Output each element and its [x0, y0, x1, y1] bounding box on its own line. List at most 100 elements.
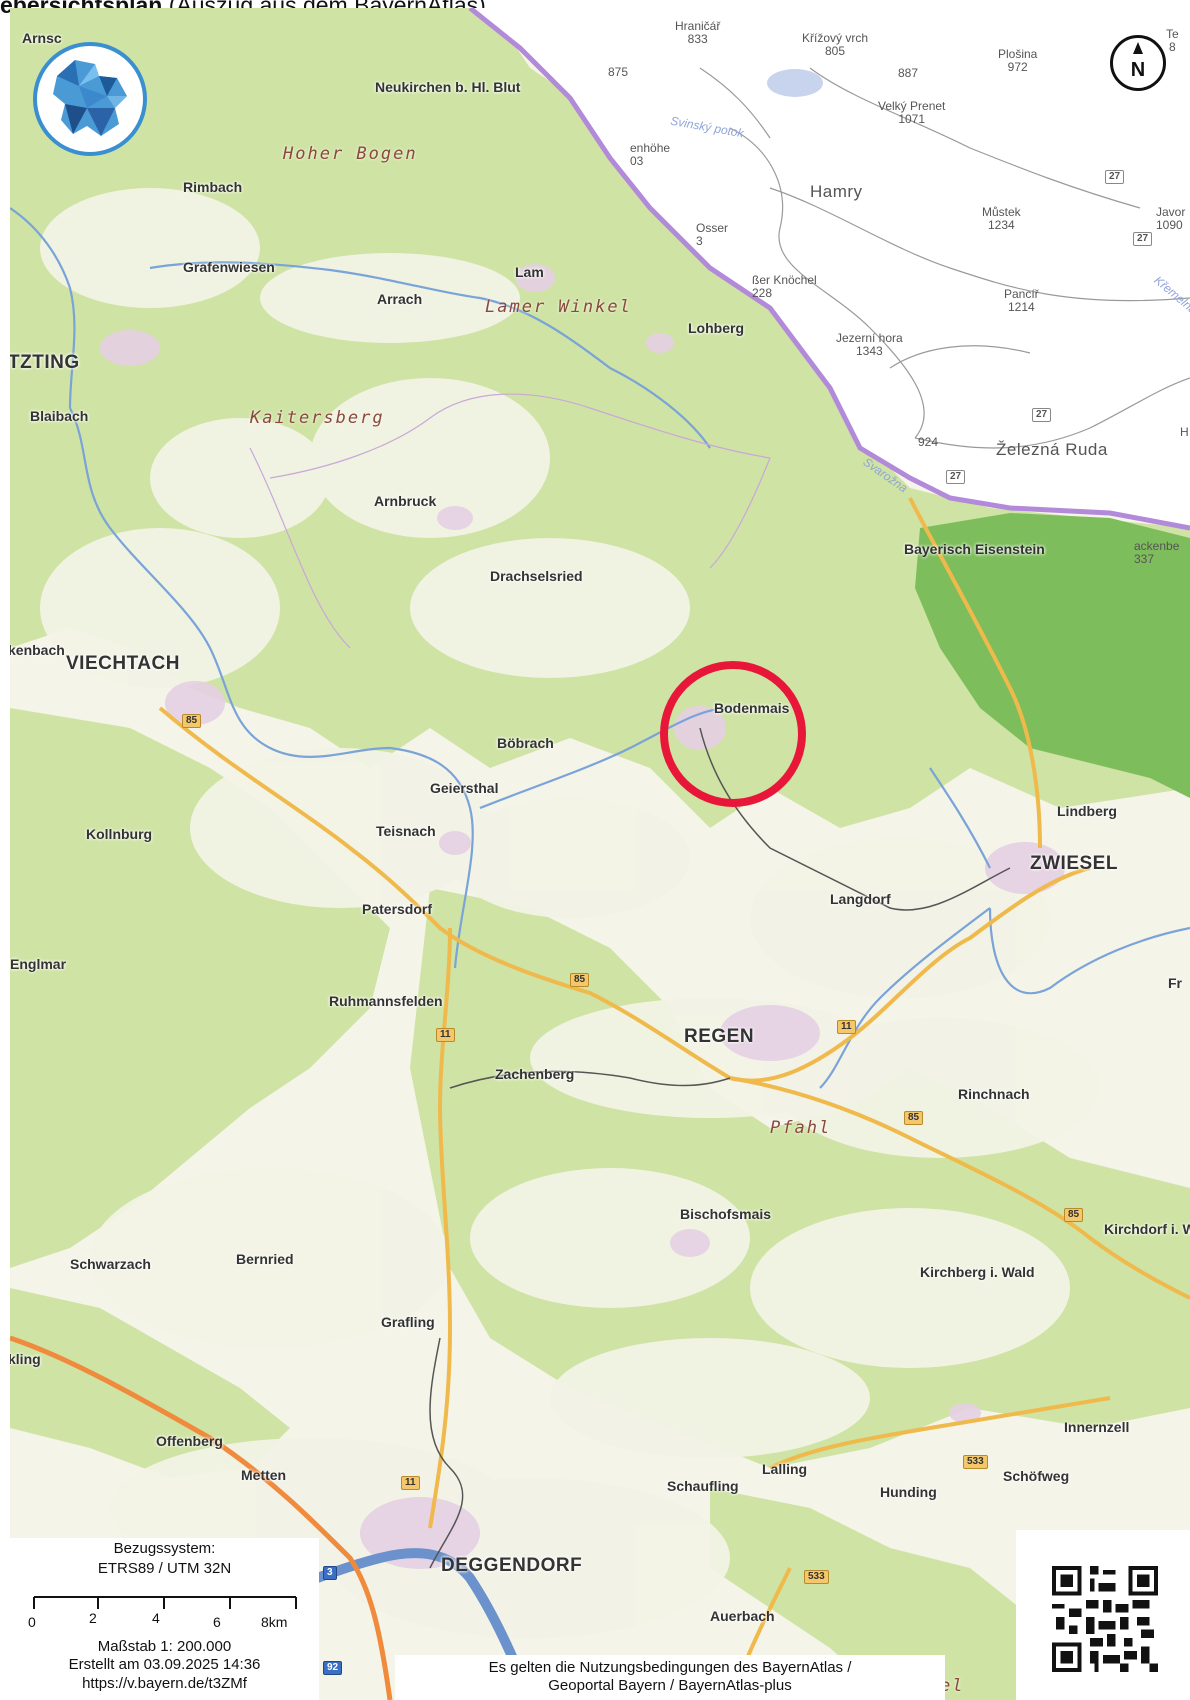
place-grafenwiesen: Grafenwiesen	[183, 259, 275, 275]
scale-tick-2: 2	[89, 1610, 97, 1626]
place-innernzell: Innernzell	[1064, 1419, 1130, 1435]
place-lindberg: Lindberg	[1057, 803, 1117, 819]
cz-ackenbe-height: 337	[1134, 552, 1155, 566]
road-shield-27-b: 27	[1133, 232, 1153, 246]
place-kling: kling	[10, 1351, 41, 1367]
terms-line-2: Geoportal Bayern / BayernAtlas-plus	[548, 1677, 792, 1694]
place-lohberg: Lohberg	[688, 320, 744, 336]
cz-krizovy-height: 805	[824, 44, 846, 58]
lake-czech	[767, 69, 823, 97]
place-drachselsried: Drachselsried	[490, 568, 583, 584]
cz-knochel-name: ßer Knöchel	[752, 273, 817, 287]
place-schaufling: Schaufling	[667, 1478, 739, 1494]
terms-line-1: Es gelten die Nutzungsbedingungen des Ba…	[488, 1659, 852, 1676]
cz-osser-name: Osser	[696, 221, 729, 235]
road-shield-85-d: 85	[1064, 1208, 1084, 1222]
cz-javor-height: 1090	[1156, 218, 1183, 232]
qr-code-icon[interactable]	[1052, 1566, 1158, 1672]
place-bayerisch-eisenstein: Bayerisch Eisenstein	[904, 541, 1045, 557]
place-metten: Metten	[241, 1467, 287, 1483]
district-borders	[249, 393, 771, 649]
road-shield-11-b: 11	[837, 1020, 856, 1034]
place-bernried: Bernried	[236, 1251, 294, 1267]
created-date: Erstellt am 03.09.2025 14:36	[68, 1656, 261, 1673]
place-bodenmais: Bodenmais	[714, 700, 790, 716]
cz-enhohe-height: 03	[630, 154, 644, 168]
place-schwarzach: Schwarzach	[70, 1256, 151, 1272]
road-shield-11-c: 11	[401, 1476, 420, 1490]
cz-krizovy-name: Křížový vrch	[802, 31, 869, 45]
qr-code-panel	[1016, 1530, 1190, 1700]
cz-924: 924	[918, 435, 939, 449]
cz-hamry: Hamry	[810, 182, 863, 201]
road-shield-533-b: 533	[804, 1570, 829, 1584]
cz-te-height: 8	[1169, 40, 1176, 54]
place-arnsch: Arnsc	[22, 30, 62, 46]
place-patersdorf: Patersdorf	[362, 901, 433, 917]
cz-jezerni-name: Jezerní hora	[836, 331, 903, 345]
cz-zelezna-ruda: Železná Ruda	[996, 440, 1108, 459]
north-letter: N	[1131, 59, 1145, 81]
national-border	[468, 8, 1190, 531]
scale-tick-8km: 8km	[261, 1614, 288, 1630]
road-shield-533-a: 533	[963, 1455, 988, 1469]
place-regen: REGEN	[684, 1026, 755, 1047]
place-zachenberg: Zachenberg	[495, 1066, 575, 1082]
road-shield-27-d: 27	[946, 470, 966, 484]
place-langdorf: Langdorf	[830, 891, 891, 907]
road-shield-92: 92	[323, 1661, 343, 1675]
czech-roads	[699, 67, 1190, 449]
map-legend: Bezugssystem: ETRS89 / UTM 32N 0 2 4 6 8…	[10, 1538, 319, 1700]
cz-ackenbe-name: ackenbe	[1134, 539, 1180, 553]
road-shield-85-c: 85	[904, 1111, 924, 1125]
cz-hranicar-name: Hraničář	[675, 19, 721, 33]
ref-system-title: Bezugssystem:	[113, 1540, 216, 1557]
place-kirchberg: Kirchberg i. Wald	[920, 1264, 1035, 1280]
place-teisnach: Teisnach	[376, 823, 436, 839]
region-cut-bottom: el	[940, 1676, 965, 1696]
road-shield-85-a: 85	[182, 714, 202, 728]
railways	[429, 727, 1011, 1569]
place-lam: Lam	[515, 264, 544, 280]
location-circle-marker	[660, 661, 806, 807]
place-bobrach: Böbrach	[497, 735, 554, 751]
place-kollnburg: Kollnburg	[86, 826, 153, 842]
terms-of-use: Es gelten die Nutzungsbedingungen des Ba…	[395, 1655, 945, 1700]
place-neukirchen: Neukirchen b. Hl. Blut	[375, 79, 521, 95]
cz-enhohe-name: enhöhe	[630, 141, 671, 155]
place-viechtach: VIECHTACH	[66, 653, 180, 674]
cz-mustek-name: Můstek	[982, 205, 1021, 219]
road-shield-85-b: 85	[570, 973, 590, 987]
region-lamer-winkel: Lamer Winkel	[485, 297, 632, 317]
place-englmar: Englmar	[10, 956, 67, 972]
cz-pancir-name: Pancíř	[1004, 287, 1039, 301]
scale-tick-4: 4	[152, 1610, 160, 1626]
czech-territory	[470, 8, 1190, 528]
place-arrach: Arrach	[377, 291, 423, 307]
place-tzting: TZTING	[10, 352, 80, 373]
place-rimbach: Rimbach	[183, 179, 243, 195]
cz-knochel-height: 228	[752, 286, 773, 300]
short-url[interactable]: https://v.bayern.de/t3ZMf	[82, 1675, 247, 1692]
map-canvas[interactable]: Arnsc Neukirchen b. Hl. Blut Rimbach Gra…	[10, 8, 1190, 1700]
place-deggendorf: DEGGENDORF	[441, 1555, 583, 1576]
rivers	[10, 207, 1190, 1089]
cz-pancir-height: 1214	[1007, 300, 1035, 314]
map-base-layer	[10, 8, 1190, 1700]
place-blaibach: Blaibach	[30, 408, 89, 424]
place-arnbruck: Arnbruck	[374, 493, 437, 509]
place-rinchnach: Rinchnach	[958, 1086, 1030, 1102]
logo-graphic	[53, 60, 127, 136]
bayern-polygon-logo-icon	[33, 42, 147, 156]
